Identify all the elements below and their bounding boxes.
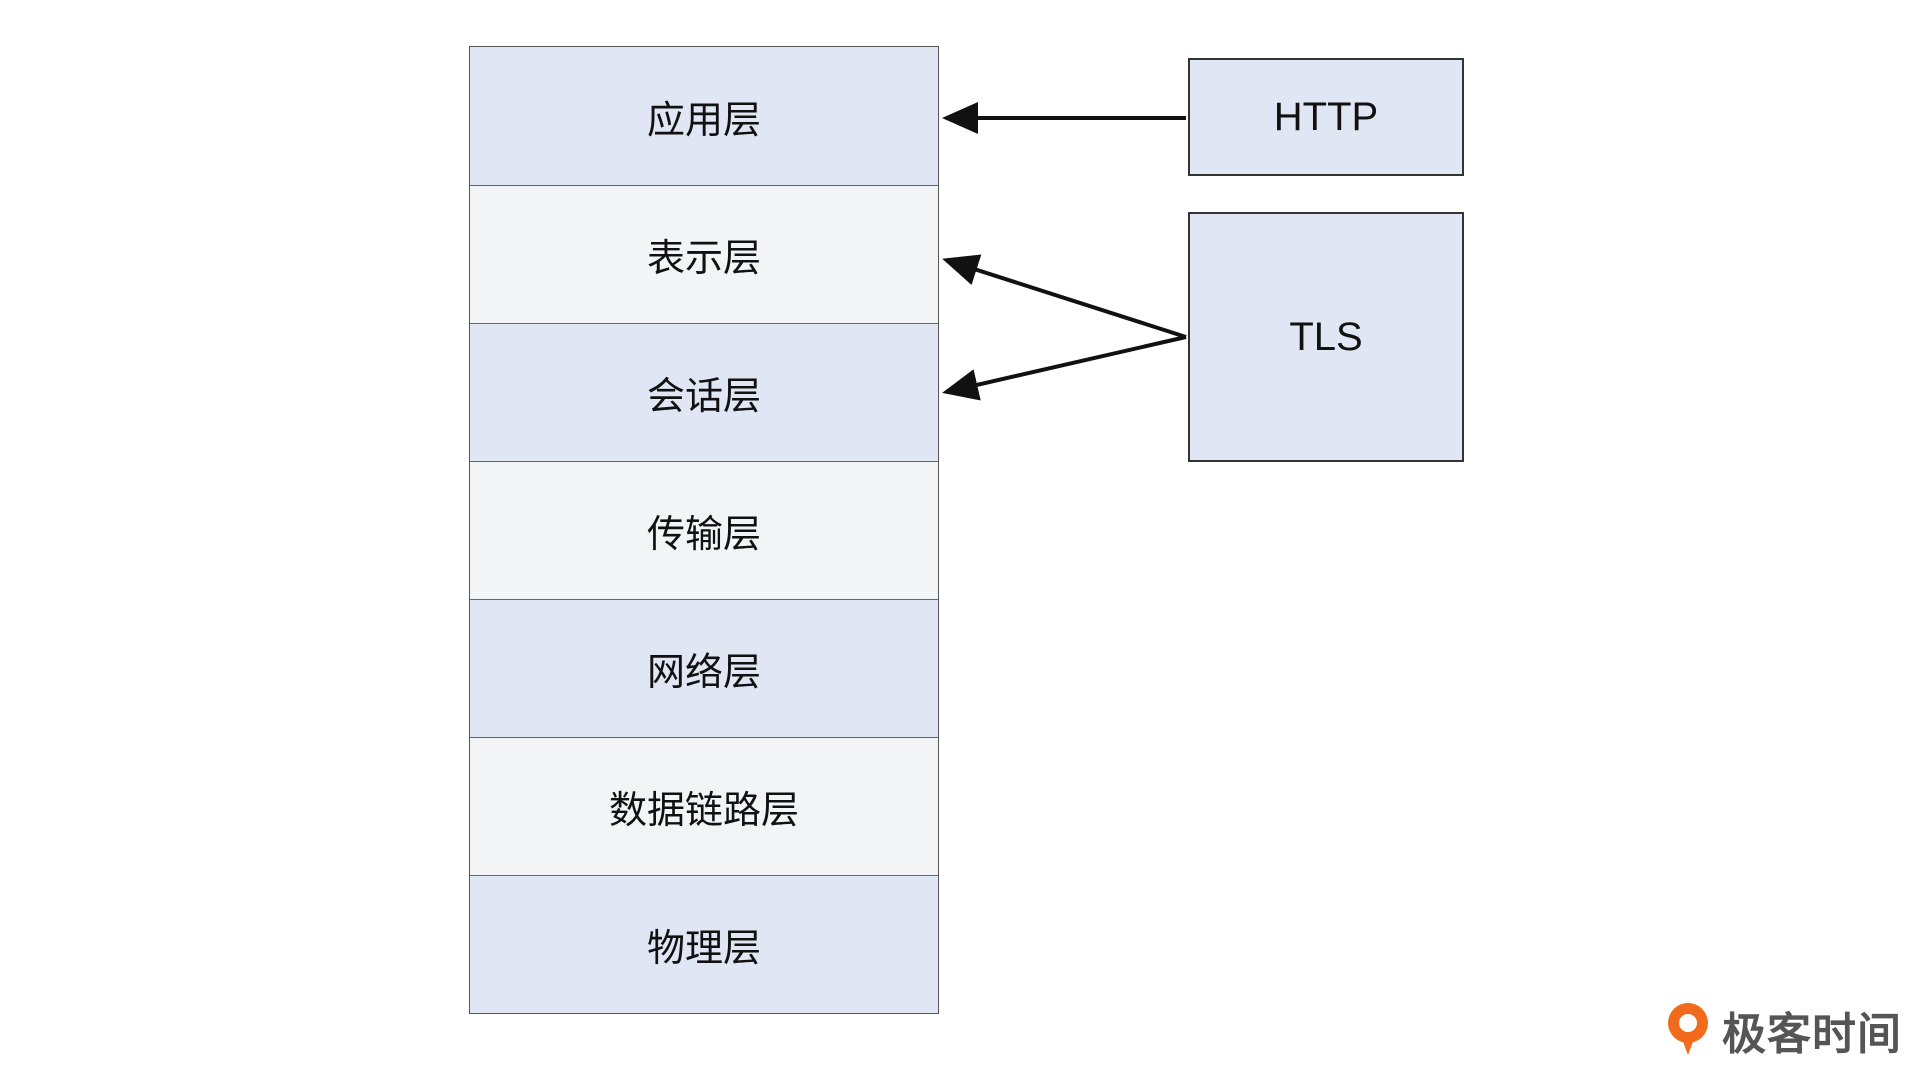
- layer-presentation: 表示层: [470, 185, 938, 323]
- arrow-tls-to-session: [942, 335, 1187, 401]
- layer-data-link: 数据链路层: [470, 737, 938, 875]
- geektime-logo: 极客时间: [1662, 998, 1902, 1062]
- arrow-tls-to-presentation: [942, 254, 1187, 339]
- protocol-tls-box: TLS: [1188, 212, 1464, 462]
- geektime-logo-text: 极客时间: [1722, 1009, 1902, 1060]
- protocol-http-box: HTTP: [1188, 58, 1464, 176]
- osi-layer-stack: 应用层 表示层 会话层 传输层 网络层 数据链路层 物理层: [469, 46, 939, 1014]
- layer-transport: 传输层: [470, 461, 938, 599]
- layer-session: 会话层: [470, 323, 938, 461]
- geektime-logo-icon: [1662, 999, 1714, 1061]
- layer-physical: 物理层: [470, 875, 938, 1013]
- layer-network: 网络层: [470, 599, 938, 737]
- layer-application: 应用层: [470, 47, 938, 185]
